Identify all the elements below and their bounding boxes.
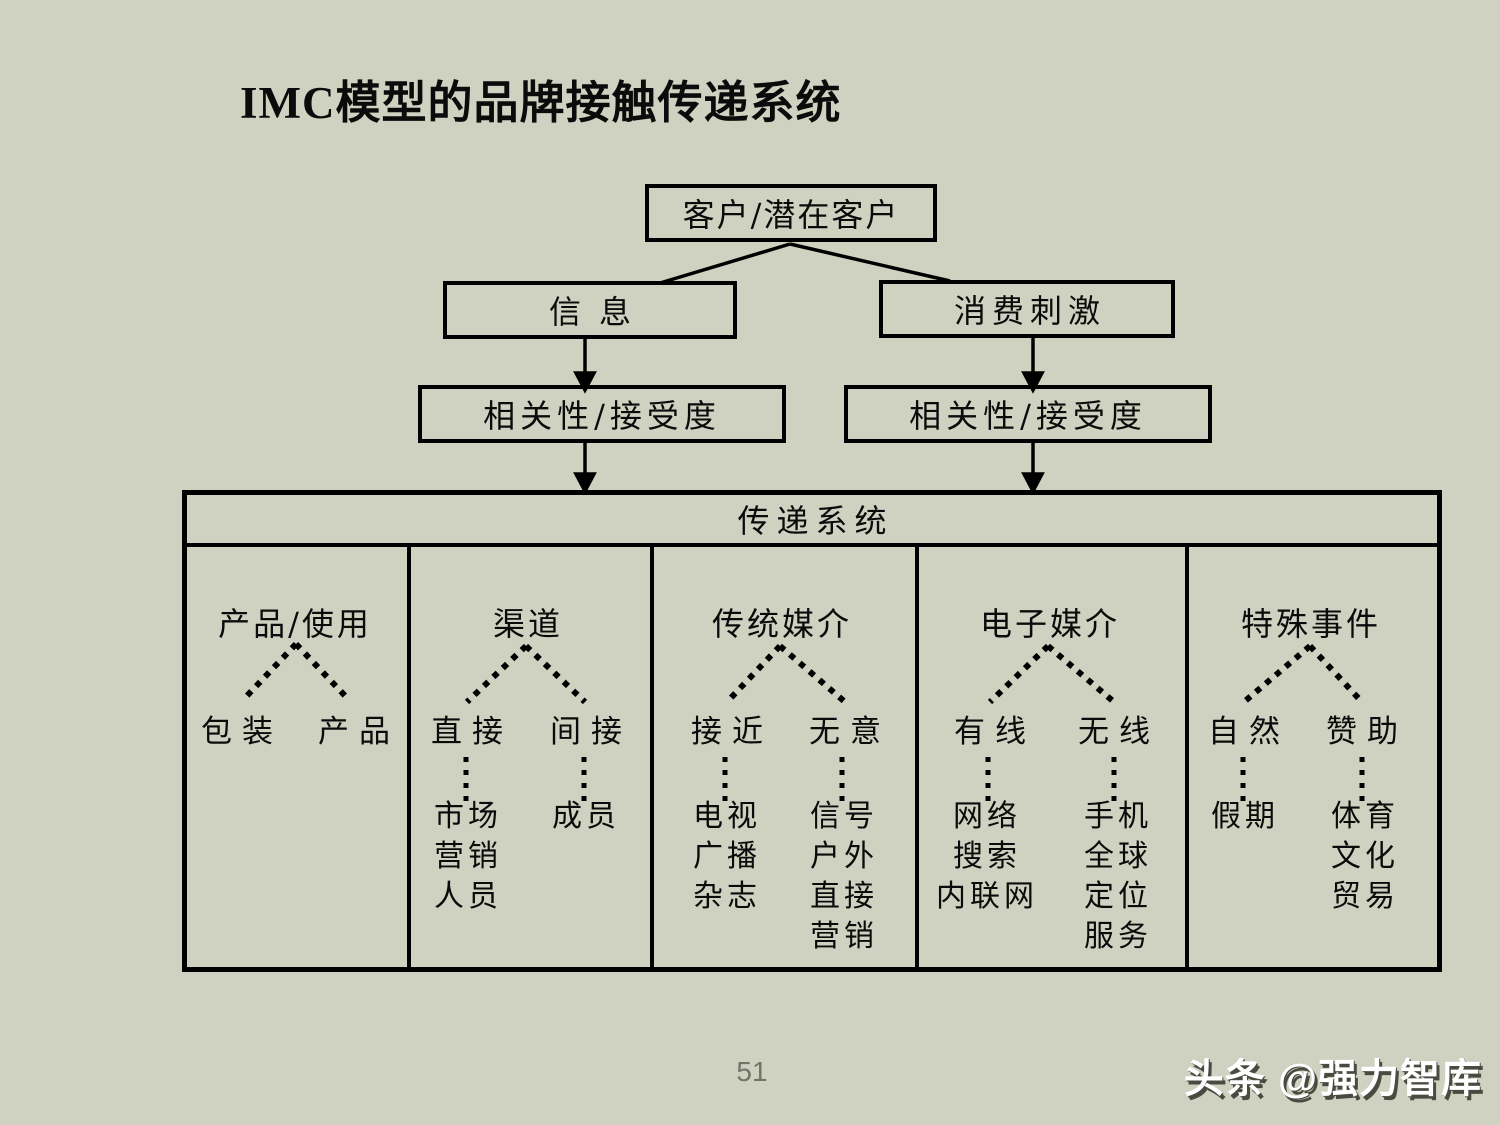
solid-connectors <box>573 242 1045 495</box>
item-line: 人员 <box>434 879 502 914</box>
delivery-system-title: 传递系统 <box>187 495 1437 547</box>
item-line: 信号 <box>810 799 878 834</box>
slide-title: IMC模型的品牌接触传递系统 <box>240 78 842 128</box>
node-message: 信息 <box>443 281 737 339</box>
node-relevance-left: 相关性/接受度 <box>418 385 786 443</box>
item-stack-natural: 假期 <box>1178 797 1308 837</box>
item-line: 假期 <box>1211 799 1279 834</box>
dotted-branch-connectors <box>240 641 1365 705</box>
item-stack-wired: 网络 搜索 内联网 <box>920 797 1050 917</box>
item-line: 服务 <box>1084 919 1152 954</box>
item-line: 贸易 <box>1331 879 1399 914</box>
sub-label-packaging: 包装 <box>201 714 283 750</box>
page-number: 51 <box>736 1056 768 1087</box>
item-line: 文化 <box>1331 839 1399 874</box>
column-header-special-events: 特殊事件 <box>1240 605 1381 643</box>
item-line: 定位 <box>1084 879 1152 914</box>
column-header-product-use: 产品/使用 <box>218 605 372 643</box>
item-stack-sponsorship: 体育 文化 贸易 <box>1298 797 1428 917</box>
node-customer: 客户/潜在客户 <box>645 184 937 242</box>
sub-label-direct: 直接 <box>431 714 513 750</box>
item-line: 手机 <box>1084 799 1152 834</box>
sub-label-indirect: 间接 <box>550 714 632 750</box>
item-stack-direct: 市场 营销 人员 <box>401 797 531 917</box>
sub-label-sponsorship: 赞助 <box>1326 714 1408 750</box>
column-divider <box>650 547 654 967</box>
sub-label-unintentional: 无意 <box>809 714 891 750</box>
item-line: 杂志 <box>693 879 761 914</box>
item-line: 营销 <box>434 839 502 874</box>
column-header-electronic-media: 电子媒介 <box>979 605 1120 643</box>
item-stack-wireless: 手机 全球 定位 服务 <box>1051 797 1181 957</box>
item-line: 市场 <box>434 799 502 834</box>
sub-label-wireless: 无线 <box>1078 714 1160 750</box>
column-header-channel: 渠道 <box>492 605 563 643</box>
column-header-traditional-media: 传统媒介 <box>711 605 852 643</box>
item-line: 全球 <box>1084 839 1152 874</box>
item-stack-proximity: 电视 广播 杂志 <box>660 797 790 917</box>
sub-label-wired: 有线 <box>954 714 1036 750</box>
item-line: 搜索 <box>953 839 1021 874</box>
sub-label-natural: 自然 <box>1208 714 1290 750</box>
item-line: 户外 <box>810 839 878 874</box>
item-line: 内联网 <box>936 879 1038 914</box>
column-divider <box>915 547 919 967</box>
delivery-system-box: 传递系统 <box>182 490 1442 972</box>
sub-label-product: 产品 <box>318 714 400 750</box>
item-line: 成员 <box>552 799 620 834</box>
item-line: 电视 <box>693 799 761 834</box>
item-line: 直接 <box>810 879 878 914</box>
item-line: 广播 <box>693 839 761 874</box>
node-relevance-right: 相关性/接受度 <box>844 385 1212 443</box>
column-divider <box>407 547 411 967</box>
node-incentive: 消费刺激 <box>879 280 1175 338</box>
column-divider <box>1185 547 1189 967</box>
sub-label-proximity: 接近 <box>691 714 773 750</box>
item-line: 网络 <box>953 799 1021 834</box>
item-stack-unintentional: 信号 户外 直接 营销 <box>777 797 907 957</box>
item-line: 体育 <box>1331 799 1399 834</box>
item-line: 营销 <box>810 919 878 954</box>
item-stack-indirect: 成员 <box>519 797 649 837</box>
watermark: 头条 @强力智库 <box>1183 1057 1482 1101</box>
